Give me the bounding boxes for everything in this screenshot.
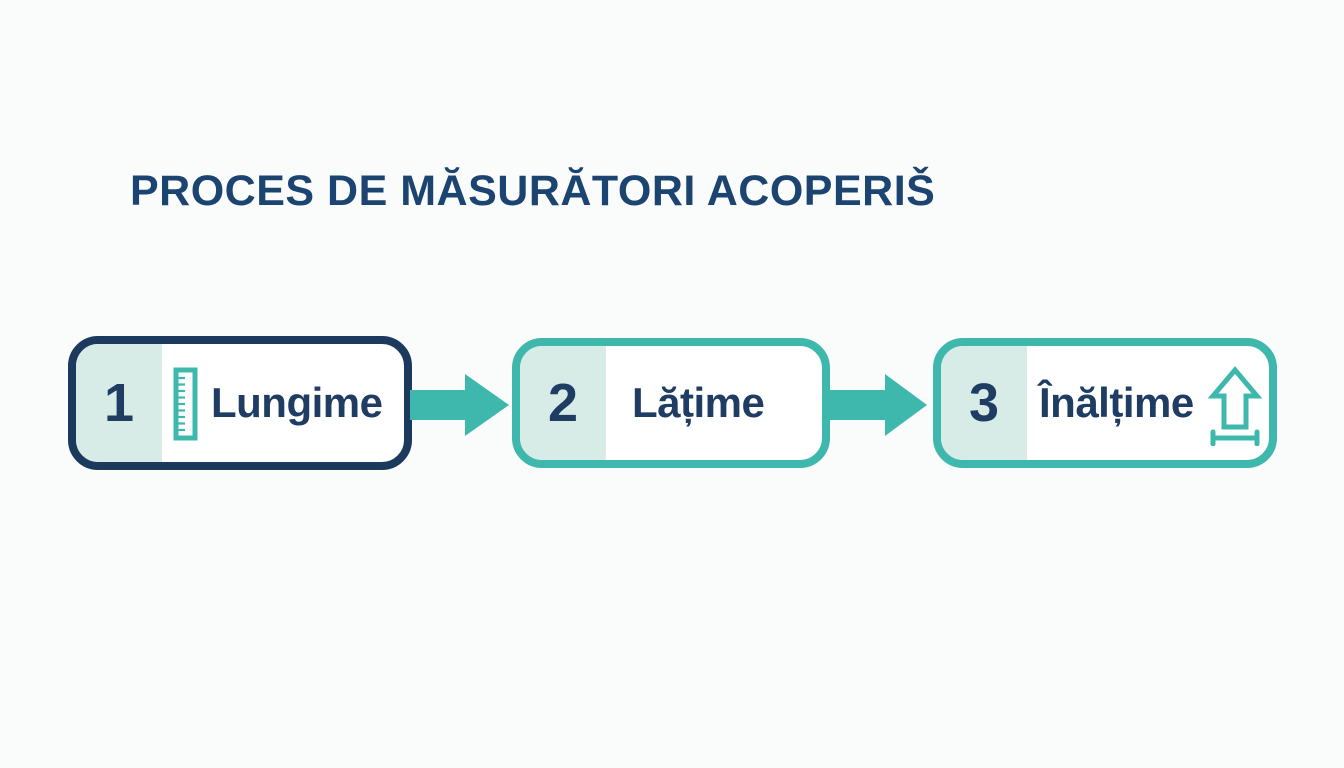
step-label: Înălțime bbox=[1039, 379, 1194, 426]
ruler-icon bbox=[173, 367, 198, 441]
arrow-right-icon bbox=[410, 374, 509, 436]
step-number: 2 bbox=[547, 373, 579, 433]
arrow-right-icon bbox=[828, 374, 927, 436]
step-number-badge: 2 bbox=[520, 346, 606, 460]
step-content: Lungime bbox=[162, 344, 404, 462]
step-number: 1 bbox=[103, 373, 135, 433]
step-number-badge: 1 bbox=[76, 344, 162, 462]
step-label: Lățime bbox=[632, 379, 765, 426]
step-label: Lungime bbox=[211, 379, 383, 426]
step-box-inaltime: 3 Înălțime bbox=[933, 338, 1277, 468]
step-box-lungime: 1 Lungime bbox=[68, 336, 412, 470]
step-number-badge: 3 bbox=[941, 346, 1027, 460]
process-flow: 1 Lungime bbox=[0, 336, 1344, 472]
step-box-latime: 2 Lățime bbox=[512, 338, 830, 468]
step-content: Lățime bbox=[606, 346, 822, 460]
step-content: Înălțime bbox=[1027, 346, 1269, 460]
height-arrow-icon bbox=[1207, 366, 1263, 446]
page-title: PROCES DE MĂSURĂTORI ACOPERIŠ bbox=[130, 167, 936, 215]
step-number: 3 bbox=[968, 373, 1000, 433]
